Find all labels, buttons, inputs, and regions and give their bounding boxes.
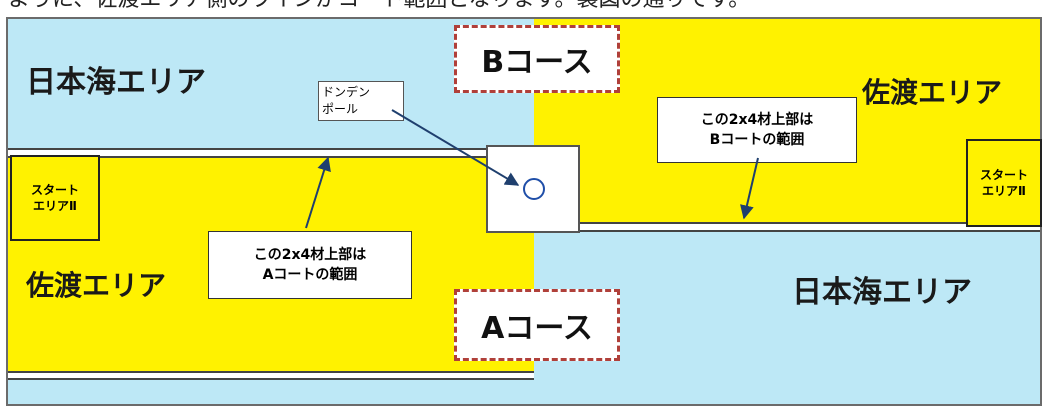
- board-line-right: [556, 222, 1040, 232]
- course-b-label: Bコース: [454, 25, 620, 93]
- start-area-right: スタート エリアⅡ: [966, 139, 1042, 227]
- dondeen-ball: [523, 178, 545, 200]
- course-a-label: Aコース: [454, 289, 620, 361]
- callout-b-range: この2x4材上部は Bコートの範囲: [657, 97, 857, 163]
- area-label-nihonkai-top: 日本海エリア: [26, 65, 206, 100]
- board-line-left: [8, 148, 534, 158]
- top-caption: ように、佐渡エリア側のラインがコート範囲となります。製図の通りです。: [0, 0, 1048, 14]
- area-label-sado-left: 佐渡エリア: [26, 269, 167, 302]
- area-label-sado-right: 佐渡エリア: [862, 76, 1003, 109]
- pole-label: ドンデン ポール: [318, 81, 404, 121]
- start-area-left: スタート エリアⅡ: [10, 155, 100, 241]
- center-box: [486, 145, 580, 233]
- area-label-nihonkai-bottom: 日本海エリア: [792, 275, 972, 310]
- callout-a-range: この2x4材上部は Aコートの範囲: [208, 231, 412, 299]
- court-diagram: 日本海エリア 佐渡エリア 佐渡エリア 日本海エリア スタート エリアⅡ スタート…: [6, 17, 1042, 406]
- board-line-bottom: [8, 371, 534, 380]
